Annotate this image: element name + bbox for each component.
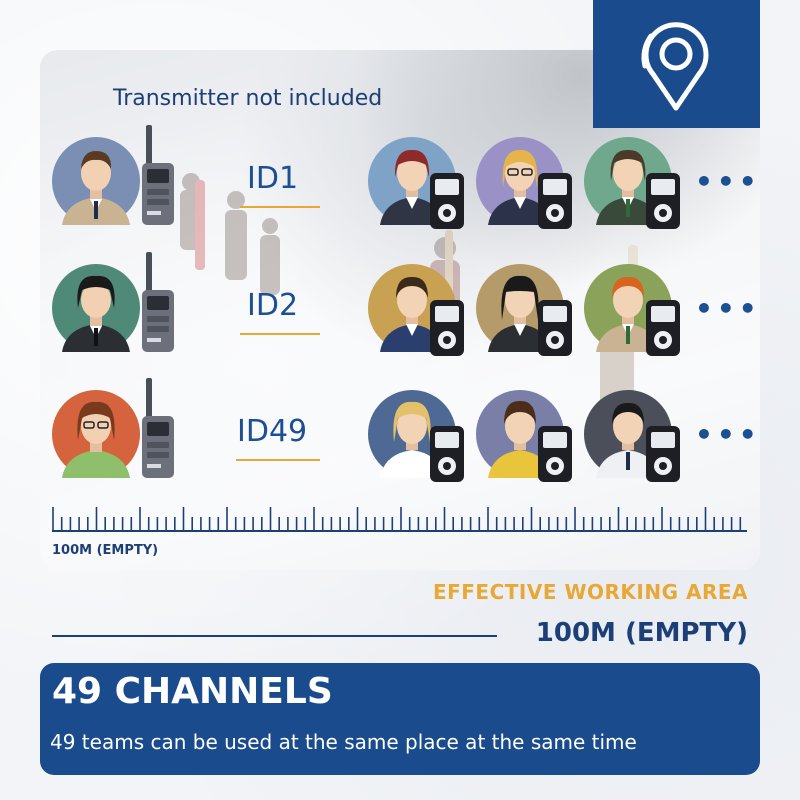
- id-label-2: ID2: [247, 288, 299, 323]
- receiver-device-49-3: [646, 426, 680, 482]
- receiver-device-49-1: [430, 426, 464, 482]
- leader-avatar-2: [52, 264, 140, 352]
- working-area-value: 100M (EMPTY): [535, 618, 748, 648]
- more-members-indicator-49: •••: [695, 418, 761, 451]
- transmitter-device-2: [142, 252, 174, 352]
- id-underline-49: [236, 459, 320, 461]
- channels-title: 49 CHANNELS: [52, 671, 333, 712]
- more-members-indicator-1: •••: [695, 165, 761, 198]
- location-pin-icon: [641, 22, 709, 111]
- receiver-device-49-2: [538, 426, 572, 482]
- id-underline-1: [240, 206, 320, 208]
- receiver-device-1-2: [538, 173, 572, 229]
- transmitter-note: Transmitter not included: [113, 86, 383, 111]
- leader-avatar-1: [52, 137, 140, 225]
- id-label-1: ID1: [247, 161, 299, 196]
- transmitter-device-1: [142, 125, 174, 225]
- receiver-device-2-1: [430, 300, 464, 356]
- receiver-device-2-2: [538, 300, 572, 356]
- ruler-label: 100M (EMPTY): [52, 543, 159, 558]
- team-row-id2: ID2: [0, 252, 800, 362]
- receiver-device-1-1: [430, 173, 464, 229]
- receiver-device-1-3: [646, 173, 680, 229]
- id-label-49: ID49: [237, 414, 308, 449]
- team-row-id1: ID1: [0, 125, 800, 235]
- id-underline-2: [240, 333, 320, 335]
- receiver-device-2-3: [646, 300, 680, 356]
- channels-banner: 49 CHANNELS 49 teams can be used at the …: [40, 663, 760, 775]
- leader-avatar-49: [52, 390, 140, 478]
- location-badge: [593, 0, 760, 128]
- more-members-indicator-2: •••: [695, 292, 761, 325]
- working-area-line: [52, 635, 497, 637]
- team-row-id49: ID49 •••: [0, 378, 800, 488]
- working-area-title: EFFECTIVE WORKING AREA: [432, 580, 748, 604]
- transmitter-device-49: [142, 378, 174, 478]
- channels-description: 49 teams can be used at the same place a…: [50, 730, 637, 754]
- distance-ruler: [52, 507, 747, 532]
